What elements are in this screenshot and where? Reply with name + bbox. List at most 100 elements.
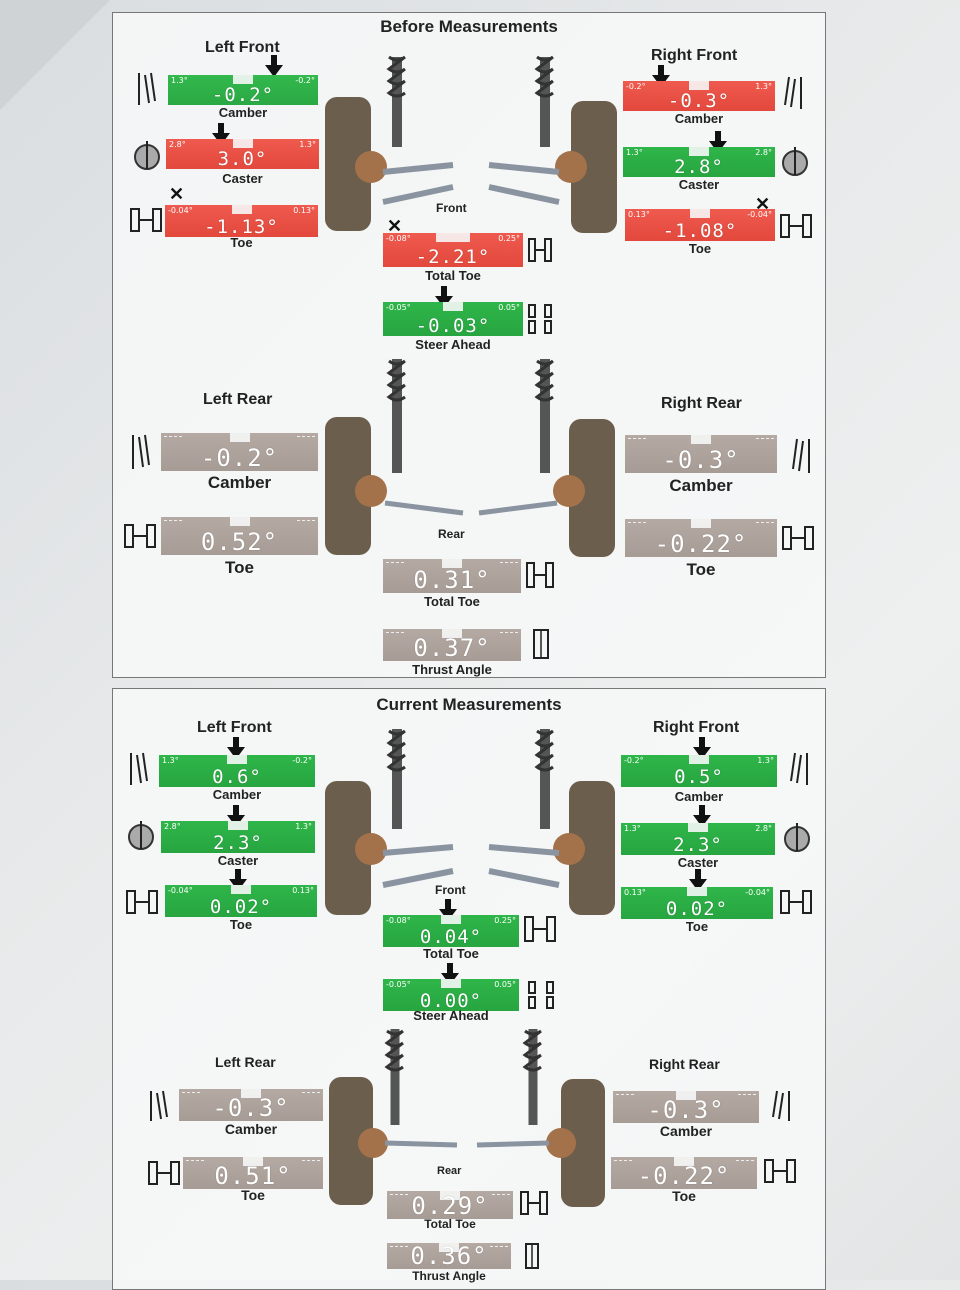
panel-title: Current Measurements (376, 695, 562, 714)
toe-icon (130, 208, 162, 232)
left-rear-toe-gauge: 0.51° (183, 1157, 323, 1189)
camber-label: Camber (674, 111, 724, 126)
before-measurements-panel: Before Measurements Left Front 1.3°-0.2°… (112, 12, 826, 678)
right-rear-camber-gauge: -0.3° (625, 435, 777, 473)
camber-icon (130, 752, 148, 785)
gauge-value: 2.3° (213, 832, 263, 854)
out-of-spec-x-icon: ✕ (755, 194, 771, 214)
caster-icon (782, 147, 808, 176)
left-rear-camber-gauge: -0.3° (179, 1089, 323, 1121)
total-toe-label: Total Toe (424, 1217, 476, 1231)
gauge-value: -0.22° (637, 1162, 731, 1190)
camber-icon (792, 438, 810, 473)
right-front-heading: Right Front (653, 719, 740, 736)
caster-icon (134, 141, 160, 170)
front-total-toe-gauge: -0.08°0.25° -2.21° (383, 233, 523, 267)
right-rear-toe-gauge: -0.22° (611, 1157, 757, 1189)
gauge-value: -0.2° (200, 444, 279, 472)
camber-icon (132, 434, 150, 469)
steer-ahead-gauge: -0.05°0.05° 0.00° (383, 979, 519, 1011)
front-total-toe-gauge: -0.08°0.25° 0.04° (383, 915, 519, 947)
toe-icon (780, 890, 812, 914)
steer-ahead-gauge: -0.05°0.05° -0.03° (383, 302, 523, 336)
camber-icon (138, 72, 156, 105)
gauge-value: -1.08° (662, 220, 738, 242)
toe-label: Toe (225, 558, 254, 577)
caster-icon (784, 823, 810, 852)
left-front-camber-gauge: 1.3°-0.2° 0.6° (159, 755, 315, 787)
out-of-spec-x-icon: ✕ (169, 184, 185, 204)
camber-label: Camber (659, 1123, 713, 1139)
caster-icon (128, 821, 154, 850)
right-rear-toe-gauge: -0.22° (625, 519, 777, 557)
toe-label: Toe (688, 241, 712, 256)
thrust-angle-label: Thrust Angle (412, 1269, 486, 1283)
rear-suspension-graphic (325, 359, 615, 557)
gauge-value: 0.04° (419, 926, 483, 948)
left-front-caster-gauge: 2.8°1.3° 2.3° (161, 821, 315, 853)
toe-icon (124, 524, 156, 548)
total-toe-label: Total Toe (423, 946, 479, 961)
gauge-value: 0.02° (209, 896, 273, 918)
toe-label: Toe (672, 1188, 696, 1204)
gauge-value: 0.52° (200, 528, 279, 556)
camber-label: Camber (669, 476, 733, 495)
total-toe-icon (520, 1191, 548, 1215)
front-label: Front (435, 883, 466, 897)
gauge-value: -0.3° (647, 1096, 725, 1124)
gauge-value: 0.6° (212, 766, 262, 788)
camber-label: Camber (674, 789, 724, 804)
left-rear-camber-gauge: -0.2° (161, 433, 318, 471)
gauge-value: -0.3° (667, 90, 731, 112)
indicator-arrow-icon (265, 55, 283, 77)
gauge-value: -2.21° (415, 246, 491, 268)
right-rear-heading: Right Rear (649, 1056, 720, 1072)
gauge-value: 0.29° (411, 1192, 489, 1220)
left-rear-heading: Left Rear (215, 1054, 276, 1070)
left-rear-toe-gauge: 0.52° (161, 517, 318, 555)
front-label: Front (436, 201, 467, 215)
left-front-toe-gauge: -0.04°0.13° 0.02° (165, 885, 317, 917)
gauge-value: 0.51° (214, 1162, 292, 1190)
gauge-value: 0.37° (413, 634, 491, 662)
rear-total-toe-gauge: 0.29° (387, 1191, 513, 1219)
right-front-heading: Right Front (651, 47, 738, 64)
thrust-angle-icon (525, 1243, 539, 1269)
caster-label: Caster (222, 171, 263, 186)
gauge-value: 0.31° (413, 566, 491, 594)
toe-icon (126, 890, 158, 914)
right-front-camber-gauge: -0.2°1.3° 0.5° (621, 755, 777, 787)
right-front-camber-gauge: -0.2°1.3° -0.3° (623, 81, 775, 111)
thrust-angle-gauge: 0.36° (387, 1243, 511, 1269)
current-measurements-panel: Current Measurements Left Front 1.3°-0.2… (112, 688, 826, 1290)
left-front-heading: Left Front (197, 719, 272, 736)
out-of-spec-x-icon: ✕ (387, 216, 403, 236)
steer-ahead-icon (528, 981, 554, 1009)
caster-label: Caster (217, 853, 259, 868)
panel-title: Before Measurements (380, 17, 558, 36)
gauge-value: 3.0° (217, 148, 268, 170)
right-front-toe-gauge: 0.13°-0.04° 0.02° (621, 887, 773, 919)
caster-label: Caster (678, 177, 720, 192)
gauge-value: -0.22° (654, 530, 748, 558)
gauge-value: -0.2° (211, 84, 275, 106)
rear-total-toe-gauge: 0.31° (383, 559, 521, 593)
thrust-angle-gauge: 0.37° (383, 629, 521, 661)
right-front-toe-gauge: 0.13°-0.04° -1.08° (625, 209, 775, 241)
rear-label: Rear (437, 1165, 462, 1177)
rear-label: Rear (438, 527, 465, 541)
gauge-value: 2.8° (674, 156, 724, 178)
toe-icon (782, 526, 814, 550)
gauge-value: -0.03° (415, 315, 491, 337)
toe-label: Toe (686, 560, 716, 579)
camber-label: Camber (207, 473, 272, 492)
left-front-caster-gauge: 2.8°1.3° 3.0° (166, 139, 319, 169)
toe-label: Toe (230, 235, 253, 250)
left-front-heading: Left Front (205, 39, 280, 56)
gauge-value: -0.3° (662, 446, 740, 474)
gauge-value: 2.3° (673, 834, 723, 856)
toe-label: Toe (229, 917, 253, 932)
camber-icon (150, 1090, 168, 1121)
toe-icon (148, 1161, 180, 1185)
total-toe-label: Total Toe (425, 268, 481, 283)
